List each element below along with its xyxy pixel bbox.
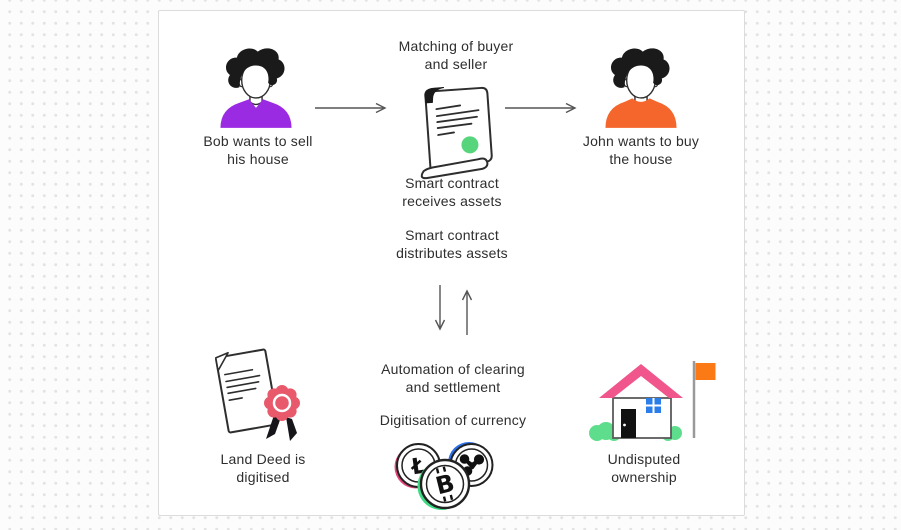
house-roof — [599, 364, 683, 398]
receives-label: Smart contract receives assets — [402, 175, 502, 209]
cryptocurrency-coins-icon: Ł B — [394, 442, 494, 510]
john-shirt — [605, 98, 677, 128]
contract-text-lines — [435, 104, 480, 136]
flag — [695, 363, 716, 380]
distributes-label: Smart contract distributes assets — [396, 227, 508, 261]
deed-rosette-seal — [264, 385, 300, 421]
house-window — [646, 398, 661, 413]
scroll-curl — [424, 87, 444, 104]
deed-ribbon — [266, 415, 297, 441]
up-down-arrows — [434, 285, 473, 335]
land-deed-certificate-icon — [214, 348, 300, 441]
automation-label: Automation of clearing and settlement — [381, 361, 525, 395]
bob-hair — [226, 48, 285, 88]
john-person-icon — [605, 48, 677, 128]
digitisation-label: Digitisation of currency — [379, 412, 527, 428]
john-label: John wants to buy the house — [582, 133, 700, 167]
bob-label: Bob wants to sell his house — [203, 133, 313, 167]
deed-folded-corner — [214, 351, 229, 372]
door-knob — [623, 423, 626, 427]
land-deed-label: Land Deed is digitised — [220, 451, 306, 485]
smart-contract-scroll-icon — [420, 86, 493, 180]
house-with-flag-icon — [589, 361, 716, 441]
diagram-card: Matching of buyer and seller Bob wants t… — [158, 10, 745, 516]
bob-shirt — [220, 99, 292, 128]
bob-person-icon — [220, 48, 292, 128]
john-hair — [611, 48, 670, 88]
matching-label: Matching of buyer and seller — [398, 38, 514, 72]
down-arrow-icon — [434, 285, 446, 331]
house-door — [621, 409, 636, 438]
contract-green-seal — [461, 136, 479, 154]
ownership-label: Undisputed ownership — [607, 451, 681, 485]
deed-text-lines — [224, 368, 261, 402]
up-arrow-icon — [461, 289, 473, 335]
right-arrow-icon — [505, 102, 577, 114]
right-arrow-icon — [315, 102, 387, 114]
